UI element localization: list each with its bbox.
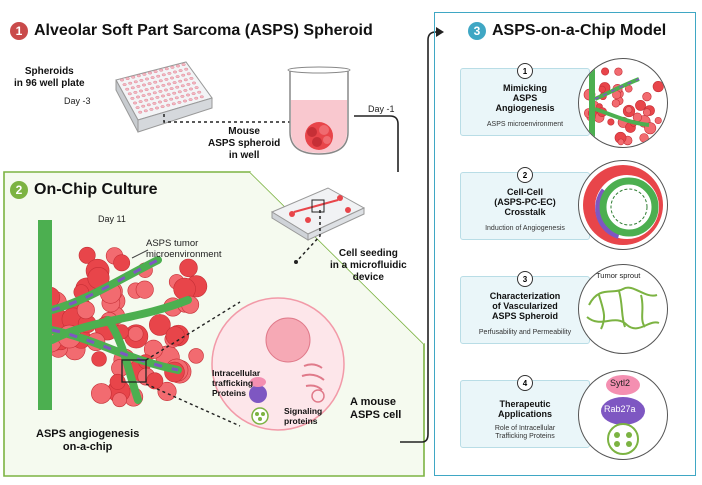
- intracellular-label: Intracellular trafficking Proteins: [212, 368, 261, 398]
- card-number: 4: [517, 375, 533, 391]
- section-3-title: ASPS-on-a-Chip Model: [492, 22, 667, 39]
- well-plate-illustration: [115, 61, 213, 133]
- card-title: Therapeutic Applications: [497, 399, 552, 419]
- angiogenesis-circle: [578, 58, 668, 148]
- section-3-number: 3: [468, 22, 486, 40]
- card-title: Cell-Cell (ASPS-PC-EC) Crosstalk: [494, 187, 556, 217]
- rab27a-label: Rab27a: [604, 404, 636, 414]
- microfluidic-chip-illustration: [270, 187, 366, 241]
- card-subtitle: Perfusability and Permeability: [478, 329, 572, 336]
- card-subtitle: Role of Intracellular Trafficking Protei…: [494, 425, 556, 440]
- zoom-connector-lines: [145, 301, 241, 427]
- day-minus1-label: Day -1: [368, 104, 395, 114]
- section-2-title: On-Chip Culture: [34, 181, 158, 198]
- crosstalk-circle: [578, 160, 668, 250]
- angiogenesis-circle-art: [583, 59, 664, 147]
- card-number: 1: [517, 63, 533, 79]
- cell-seeding-label: Cell seeding in a microfluidic device: [330, 248, 407, 283]
- vascularized-circle-art: [586, 286, 660, 330]
- vascularized-circle: [578, 264, 668, 354]
- tumor-sprout-label: Tumor sprout: [596, 271, 641, 280]
- chip-to-culture-connector: [294, 210, 321, 264]
- tumor-micro-pointer: [131, 249, 149, 259]
- section-1-number: 1: [10, 22, 28, 40]
- plate-to-well-connector: [163, 114, 290, 123]
- card-subtitle: ASPS microenvironment: [486, 121, 564, 128]
- spheroid-well-illustration: [287, 66, 351, 155]
- section-1-title: Alveolar Soft Part Sarcoma (ASPS) Sphero…: [34, 22, 373, 39]
- sytl2-label: Sytl2: [610, 378, 631, 388]
- card-number: 3: [517, 271, 533, 287]
- angiogenesis-chip-label: ASPS angiogenesis on-a-chip: [36, 428, 140, 453]
- mouse-cell-illustration: [211, 297, 345, 431]
- model-card-4: 4 Therapeutic Applications Role of Intra…: [460, 375, 590, 448]
- day-minus3-label: Day -3: [64, 96, 91, 106]
- card-title: Mimicking ASPS Angiogenesis: [495, 83, 555, 113]
- chip-model-panel: [434, 12, 696, 476]
- card-subtitle: Induction of Angiogenesis: [485, 225, 565, 232]
- crosstalk-circle-art: [583, 165, 663, 245]
- model-card-3: 3 Characterization of Vascularized ASPS …: [460, 271, 590, 344]
- mouse-cell-label: A mouse ASPS cell: [350, 396, 402, 421]
- card-number: 2: [517, 167, 533, 183]
- therapeutic-circle-art: [601, 375, 645, 455]
- signaling-label: Signaling proteins: [284, 406, 323, 426]
- spheroids-plate-label: Spheroids in 96 well plate: [14, 66, 85, 89]
- day11-label: Day 11: [98, 214, 126, 224]
- mouse-spheroid-label: Mouse ASPS spheroid in well: [208, 126, 281, 161]
- culture-to-model-arrow: [400, 27, 444, 443]
- section-2-number: 2: [10, 181, 28, 199]
- tumor-vessel-illustration: [38, 220, 208, 410]
- model-card-2: 2 Cell-Cell (ASPS-PC-EC) Crosstalk Induc…: [460, 167, 590, 240]
- card-title: Characterization of Vascularized ASPS Sp…: [489, 291, 561, 321]
- model-card-1: 1 Mimicking ASPS Angiogenesis ASPS micro…: [460, 63, 590, 136]
- therapeutic-circle: [578, 370, 668, 460]
- tumor-microenvironment-label: ASPS tumor microenvironment: [146, 238, 222, 260]
